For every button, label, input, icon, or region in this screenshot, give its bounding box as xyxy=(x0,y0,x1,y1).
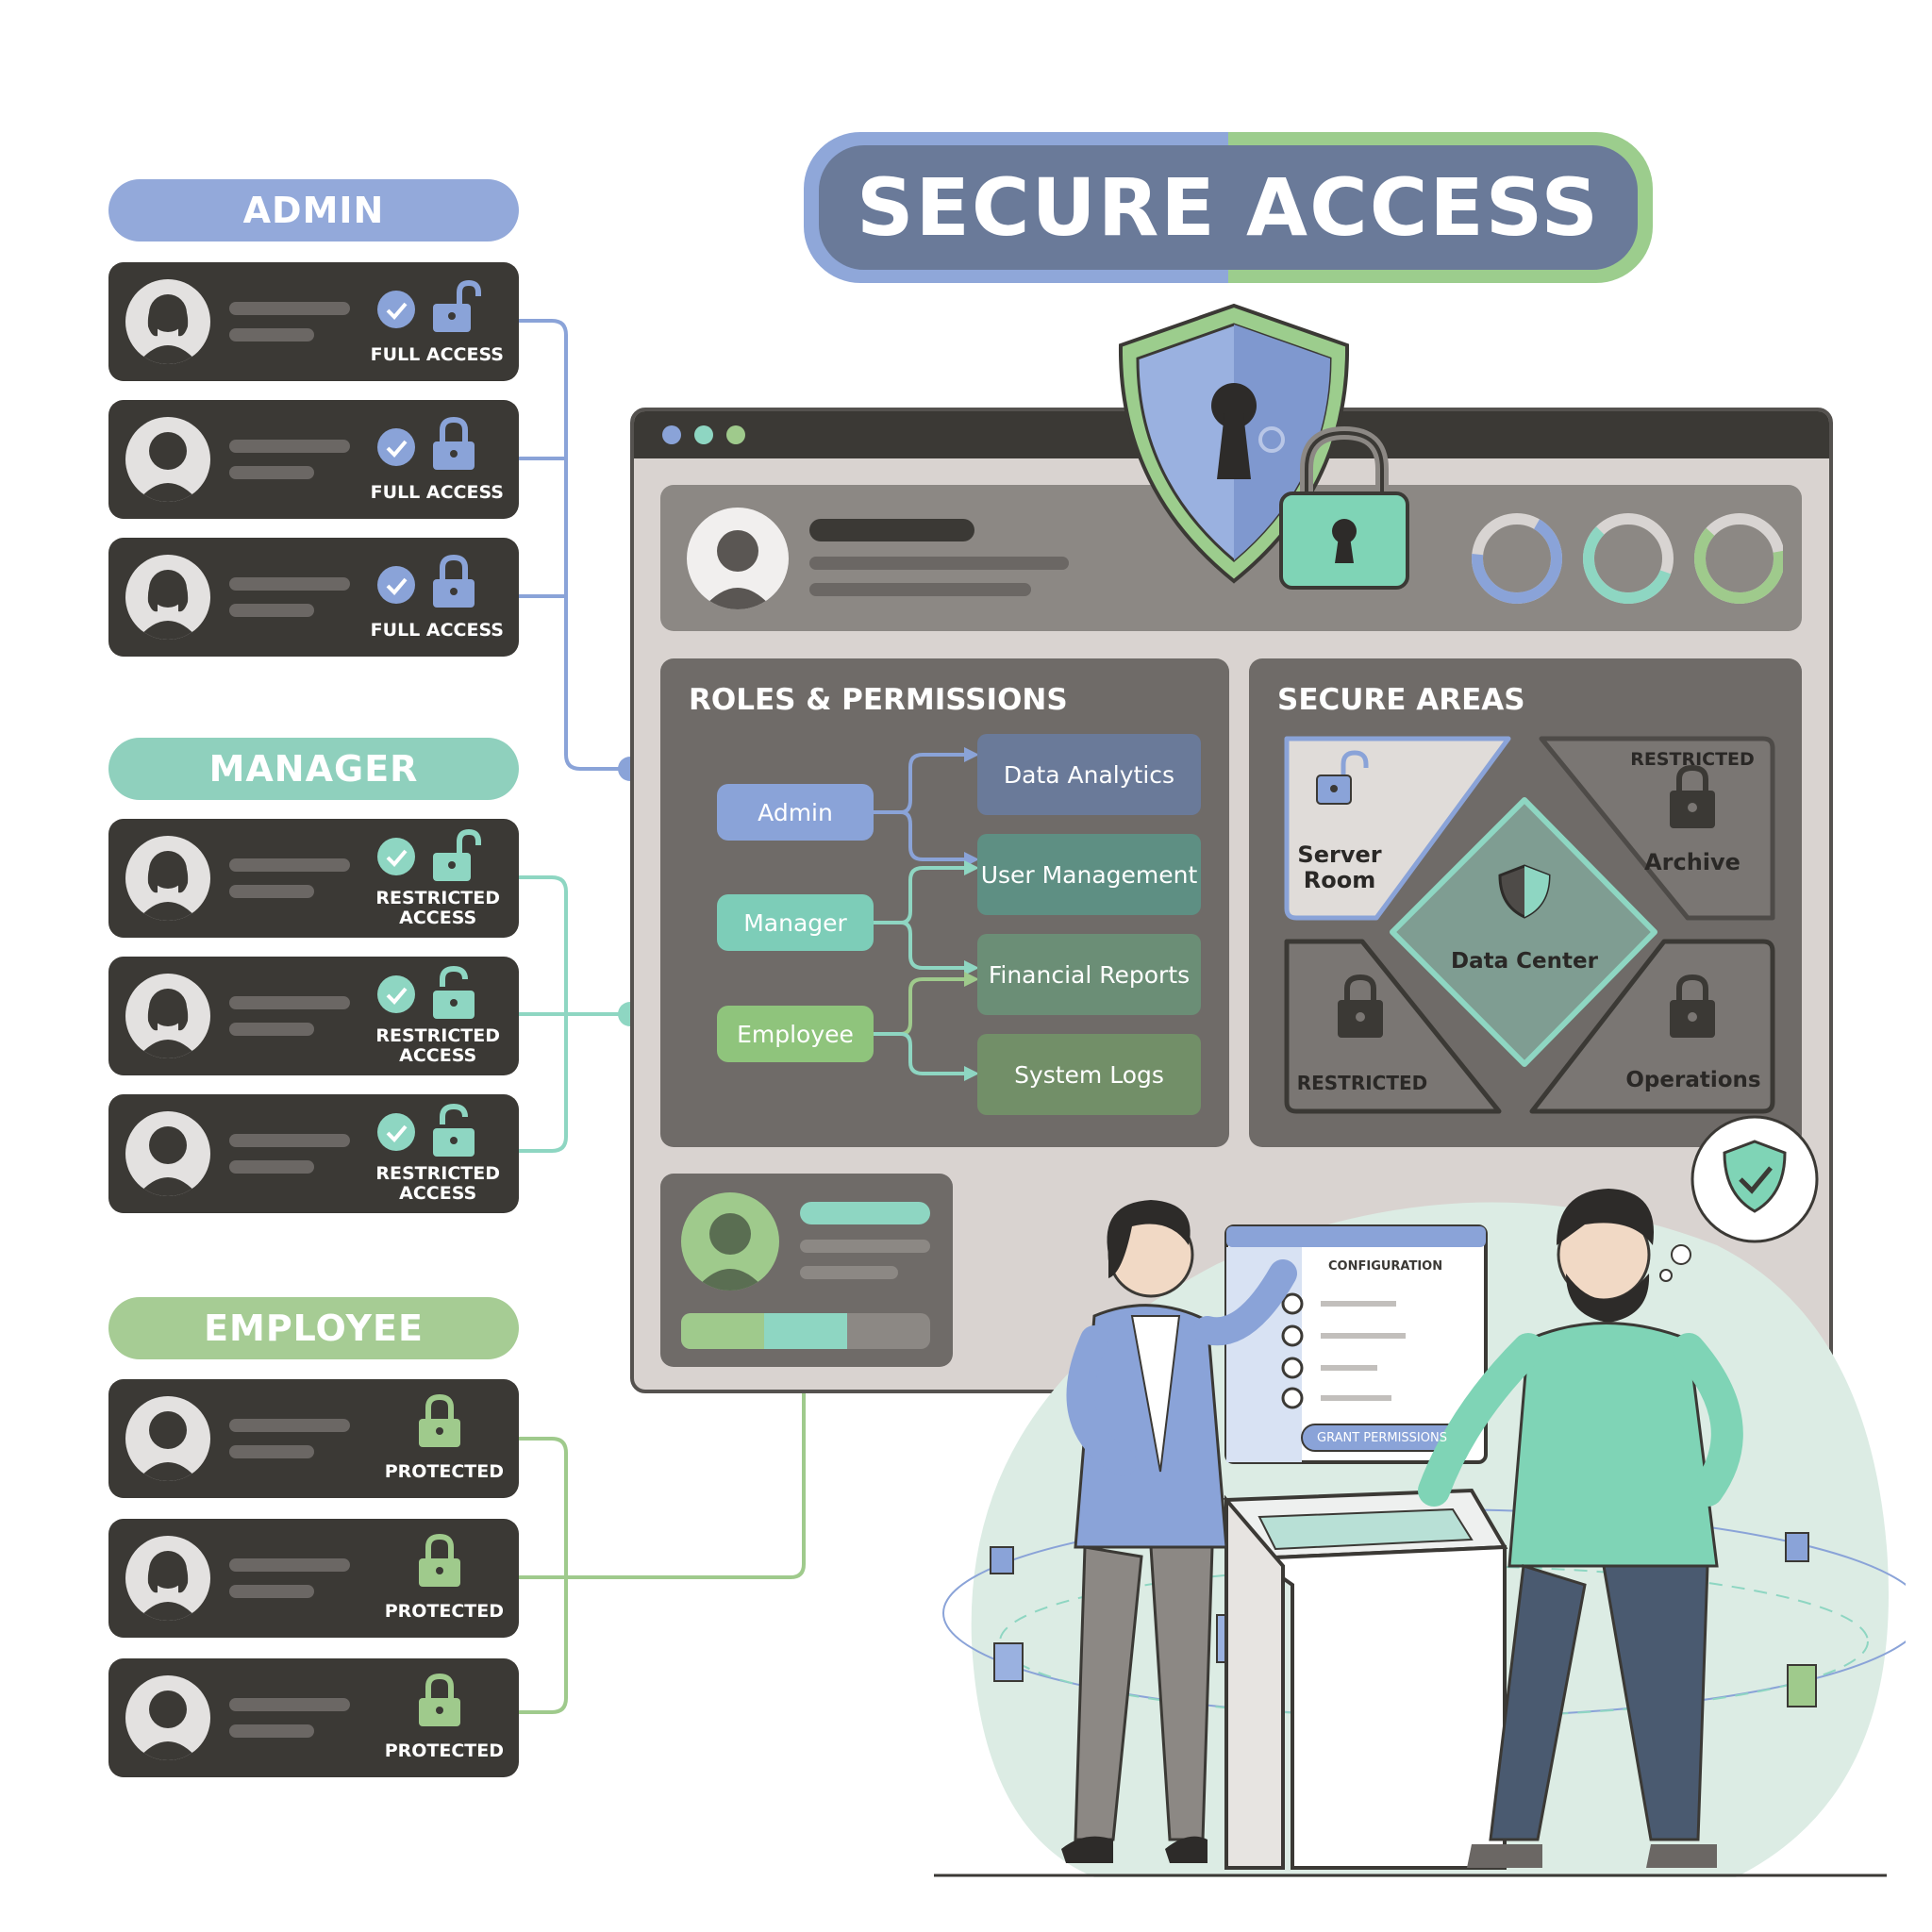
access-progress-bar xyxy=(681,1313,930,1349)
user-avatar xyxy=(125,974,210,1058)
area-archive[interactable]: Archive xyxy=(1644,849,1740,875)
app-window: ROLES & PERMISSIONS Admin Manager Employ… xyxy=(630,408,1833,1393)
access-status: FULL ACCESS xyxy=(370,482,504,503)
padlock-icon xyxy=(429,553,478,609)
unlocked-padlock-icon xyxy=(429,826,481,883)
user-card-employee-1[interactable]: PROTECTED xyxy=(108,1379,519,1498)
area-operations[interactable]: Operations xyxy=(1625,1068,1761,1092)
role-permission-arrows xyxy=(874,747,979,1081)
roles-permissions-panel: ROLES & PERMISSIONS Admin Manager Employ… xyxy=(660,658,1229,1147)
grant-permissions-button[interactable]: GRANT PERMISSIONS xyxy=(1317,1430,1447,1445)
user-card-employee-3[interactable]: PROTECTED xyxy=(108,1658,519,1777)
access-status: PROTECTED xyxy=(384,1740,504,1761)
group-header-admin: ADMIN xyxy=(108,179,519,242)
unlocked-padlock-icon xyxy=(429,277,481,334)
access-status: FULL ACCESS xyxy=(370,344,504,365)
padlock-icon xyxy=(429,415,478,472)
group-header-manager: MANAGER xyxy=(108,738,519,800)
check-icon xyxy=(377,975,415,1013)
title-banner: SECURE ACCESS xyxy=(804,132,1653,283)
perm-user-management[interactable]: User Management xyxy=(977,834,1201,915)
user-avatar xyxy=(125,836,210,921)
user-avatar xyxy=(681,1192,779,1291)
user-progress-card xyxy=(660,1174,953,1367)
group-header-employee: EMPLOYEE xyxy=(108,1297,519,1359)
config-heading: CONFIGURATION xyxy=(1328,1259,1443,1274)
window-dot-blue[interactable] xyxy=(662,425,681,444)
user-card-admin-3[interactable]: FULL ACCESS xyxy=(108,538,519,657)
check-icon xyxy=(377,428,415,466)
perm-financial-reports[interactable]: Financial Reports xyxy=(977,934,1201,1015)
role-employee[interactable]: Employee xyxy=(717,1006,874,1062)
access-status: PROTECTED xyxy=(384,1461,504,1482)
area-restricted-top-label: RESTRICTED xyxy=(1630,749,1755,770)
page-title: SECURE ACCESS xyxy=(857,161,1600,254)
user-avatar xyxy=(125,1396,210,1481)
window-dot-green[interactable] xyxy=(726,425,745,444)
role-admin[interactable]: Admin xyxy=(717,784,874,841)
area-restricted-bottom[interactable]: RESTRICTED xyxy=(1296,1072,1428,1094)
user-avatar xyxy=(125,279,210,364)
access-status: PROTECTED xyxy=(384,1601,504,1622)
user-card-admin-2[interactable]: FULL ACCESS xyxy=(108,400,519,519)
unlocked-padlock-icon xyxy=(429,964,478,1021)
user-card-employee-2[interactable]: PROTECTED xyxy=(108,1519,519,1638)
panel-title: SECURE AREAS xyxy=(1277,683,1525,717)
secure-areas-map xyxy=(1284,736,1775,1114)
padlock-icon xyxy=(415,1672,464,1728)
check-icon xyxy=(377,566,415,604)
profile-avatar xyxy=(687,508,789,609)
user-avatar xyxy=(125,1675,210,1760)
check-icon xyxy=(377,291,415,328)
user-avatar xyxy=(125,1536,210,1621)
perm-system-logs[interactable]: System Logs xyxy=(977,1034,1201,1115)
role-manager[interactable]: Manager xyxy=(717,894,874,951)
access-status: FULL ACCESS xyxy=(370,620,504,641)
team-illustration xyxy=(934,1115,1906,1877)
user-avatar xyxy=(125,417,210,502)
check-icon xyxy=(377,838,415,875)
area-data-center[interactable]: Data Center xyxy=(1451,949,1598,974)
secure-areas-panel: SECURE AREAS xyxy=(1249,658,1802,1147)
padlock-icon xyxy=(415,1392,464,1449)
check-icon xyxy=(377,1113,415,1151)
user-card-admin-1[interactable]: FULL ACCESS xyxy=(108,262,519,381)
user-avatar xyxy=(125,555,210,640)
perm-data-analytics[interactable]: Data Analytics xyxy=(977,734,1201,815)
padlock-icon xyxy=(415,1532,464,1589)
unlocked-padlock-icon xyxy=(429,1102,478,1158)
window-dot-teal[interactable] xyxy=(694,425,713,444)
panel-title: ROLES & PERMISSIONS xyxy=(689,683,1068,717)
donut-chart-icons xyxy=(1472,513,1783,604)
padlock-icon xyxy=(1279,425,1409,590)
user-avatar xyxy=(125,1111,210,1196)
